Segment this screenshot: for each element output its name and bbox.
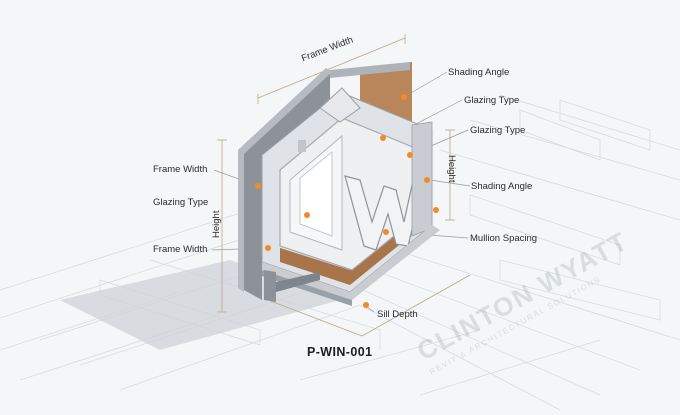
annotation-dot	[265, 245, 271, 251]
label-glazing-type-top: Glazing Type	[464, 95, 520, 106]
label-mullion-spacing: Mullion Spacing	[470, 233, 538, 244]
label-height-left: Height	[211, 210, 222, 238]
label-shading-angle-right: Shading Angle	[471, 181, 533, 192]
annotation-dot	[407, 152, 413, 158]
label-glazing-type-mid: Glazing Type	[470, 125, 526, 136]
annotation-dot	[383, 229, 389, 235]
annotation-dot	[380, 135, 386, 141]
label-height-right: Height	[446, 155, 457, 183]
annotation-dot	[401, 94, 407, 100]
label-glazing-type-left: Glazing Type	[153, 197, 209, 208]
annotation-dot	[363, 302, 369, 308]
label-shading-angle-top: Shading Angle	[448, 67, 510, 78]
annotation-dot	[433, 207, 439, 213]
product-code: P-WIN-001	[307, 345, 373, 359]
label-sill-depth: Sill Depth	[377, 309, 418, 320]
annotation-dot	[304, 212, 310, 218]
annotation-dot	[424, 177, 430, 183]
label-frame-width-bottom: Frame Width	[153, 244, 208, 255]
window-model	[238, 62, 440, 306]
label-frame-width-left: Frame Width	[153, 164, 208, 175]
dimension-lines	[217, 34, 471, 337]
annotation-dots	[255, 94, 439, 308]
annotation-dot	[255, 183, 261, 189]
